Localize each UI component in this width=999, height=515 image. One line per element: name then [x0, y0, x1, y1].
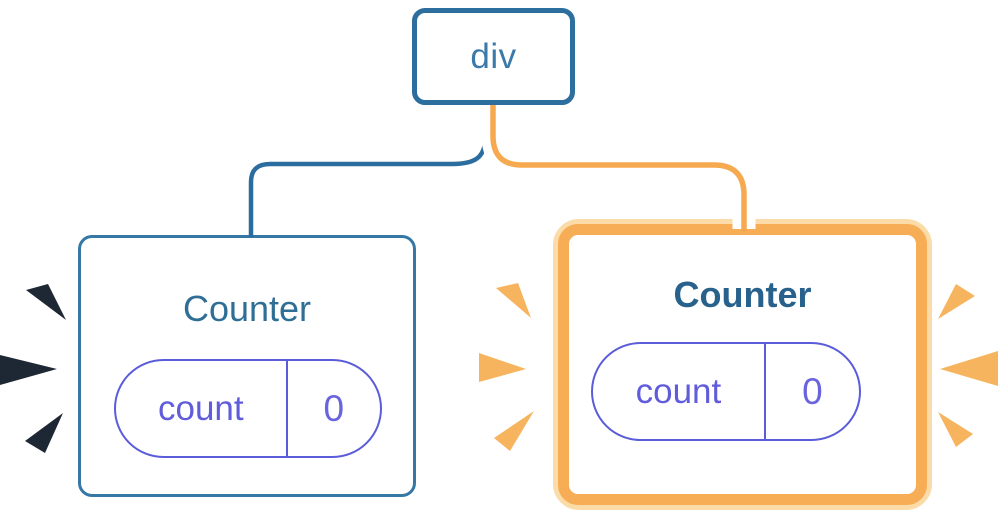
state-pill: count 0: [114, 359, 382, 458]
burst-ray-icon: [25, 413, 63, 453]
counter-card-right-inner: Counter count 0: [558, 224, 927, 505]
burst-ray-icon: [940, 351, 998, 386]
state-value-label: 0: [802, 370, 823, 412]
burst-rays-dark-icon: [0, 284, 66, 453]
edge-div-to-right-counter: [490, 105, 747, 232]
burst-ray-icon: [938, 284, 975, 319]
state-value-label: 0: [323, 387, 345, 429]
counter-card-right-highlighted: Counter count 0: [553, 219, 932, 510]
burst-rays-orange-left-icon: [479, 283, 534, 451]
burst-ray-icon: [0, 355, 57, 385]
edge-highlight-casing: [481, 105, 756, 229]
counter-title: Counter: [182, 288, 312, 329]
burst-ray-icon: [26, 284, 66, 320]
burst-ray-icon: [938, 412, 973, 447]
state-pill: count 0: [591, 342, 861, 441]
burst-rays-orange-right-icon: [938, 284, 998, 447]
counter-card-left: Counter count 0: [78, 235, 416, 497]
tree-node-div: div: [412, 8, 575, 105]
burst-ray-icon: [479, 353, 526, 382]
edge-div-to-left-counter: [248, 104, 489, 237]
counter-title: Counter: [673, 274, 812, 315]
burst-ray-icon: [496, 283, 531, 318]
state-key-label: count: [116, 361, 288, 456]
state-key-label: count: [593, 344, 766, 439]
burst-ray-icon: [494, 411, 534, 451]
tree-node-div-label: div: [470, 36, 517, 76]
